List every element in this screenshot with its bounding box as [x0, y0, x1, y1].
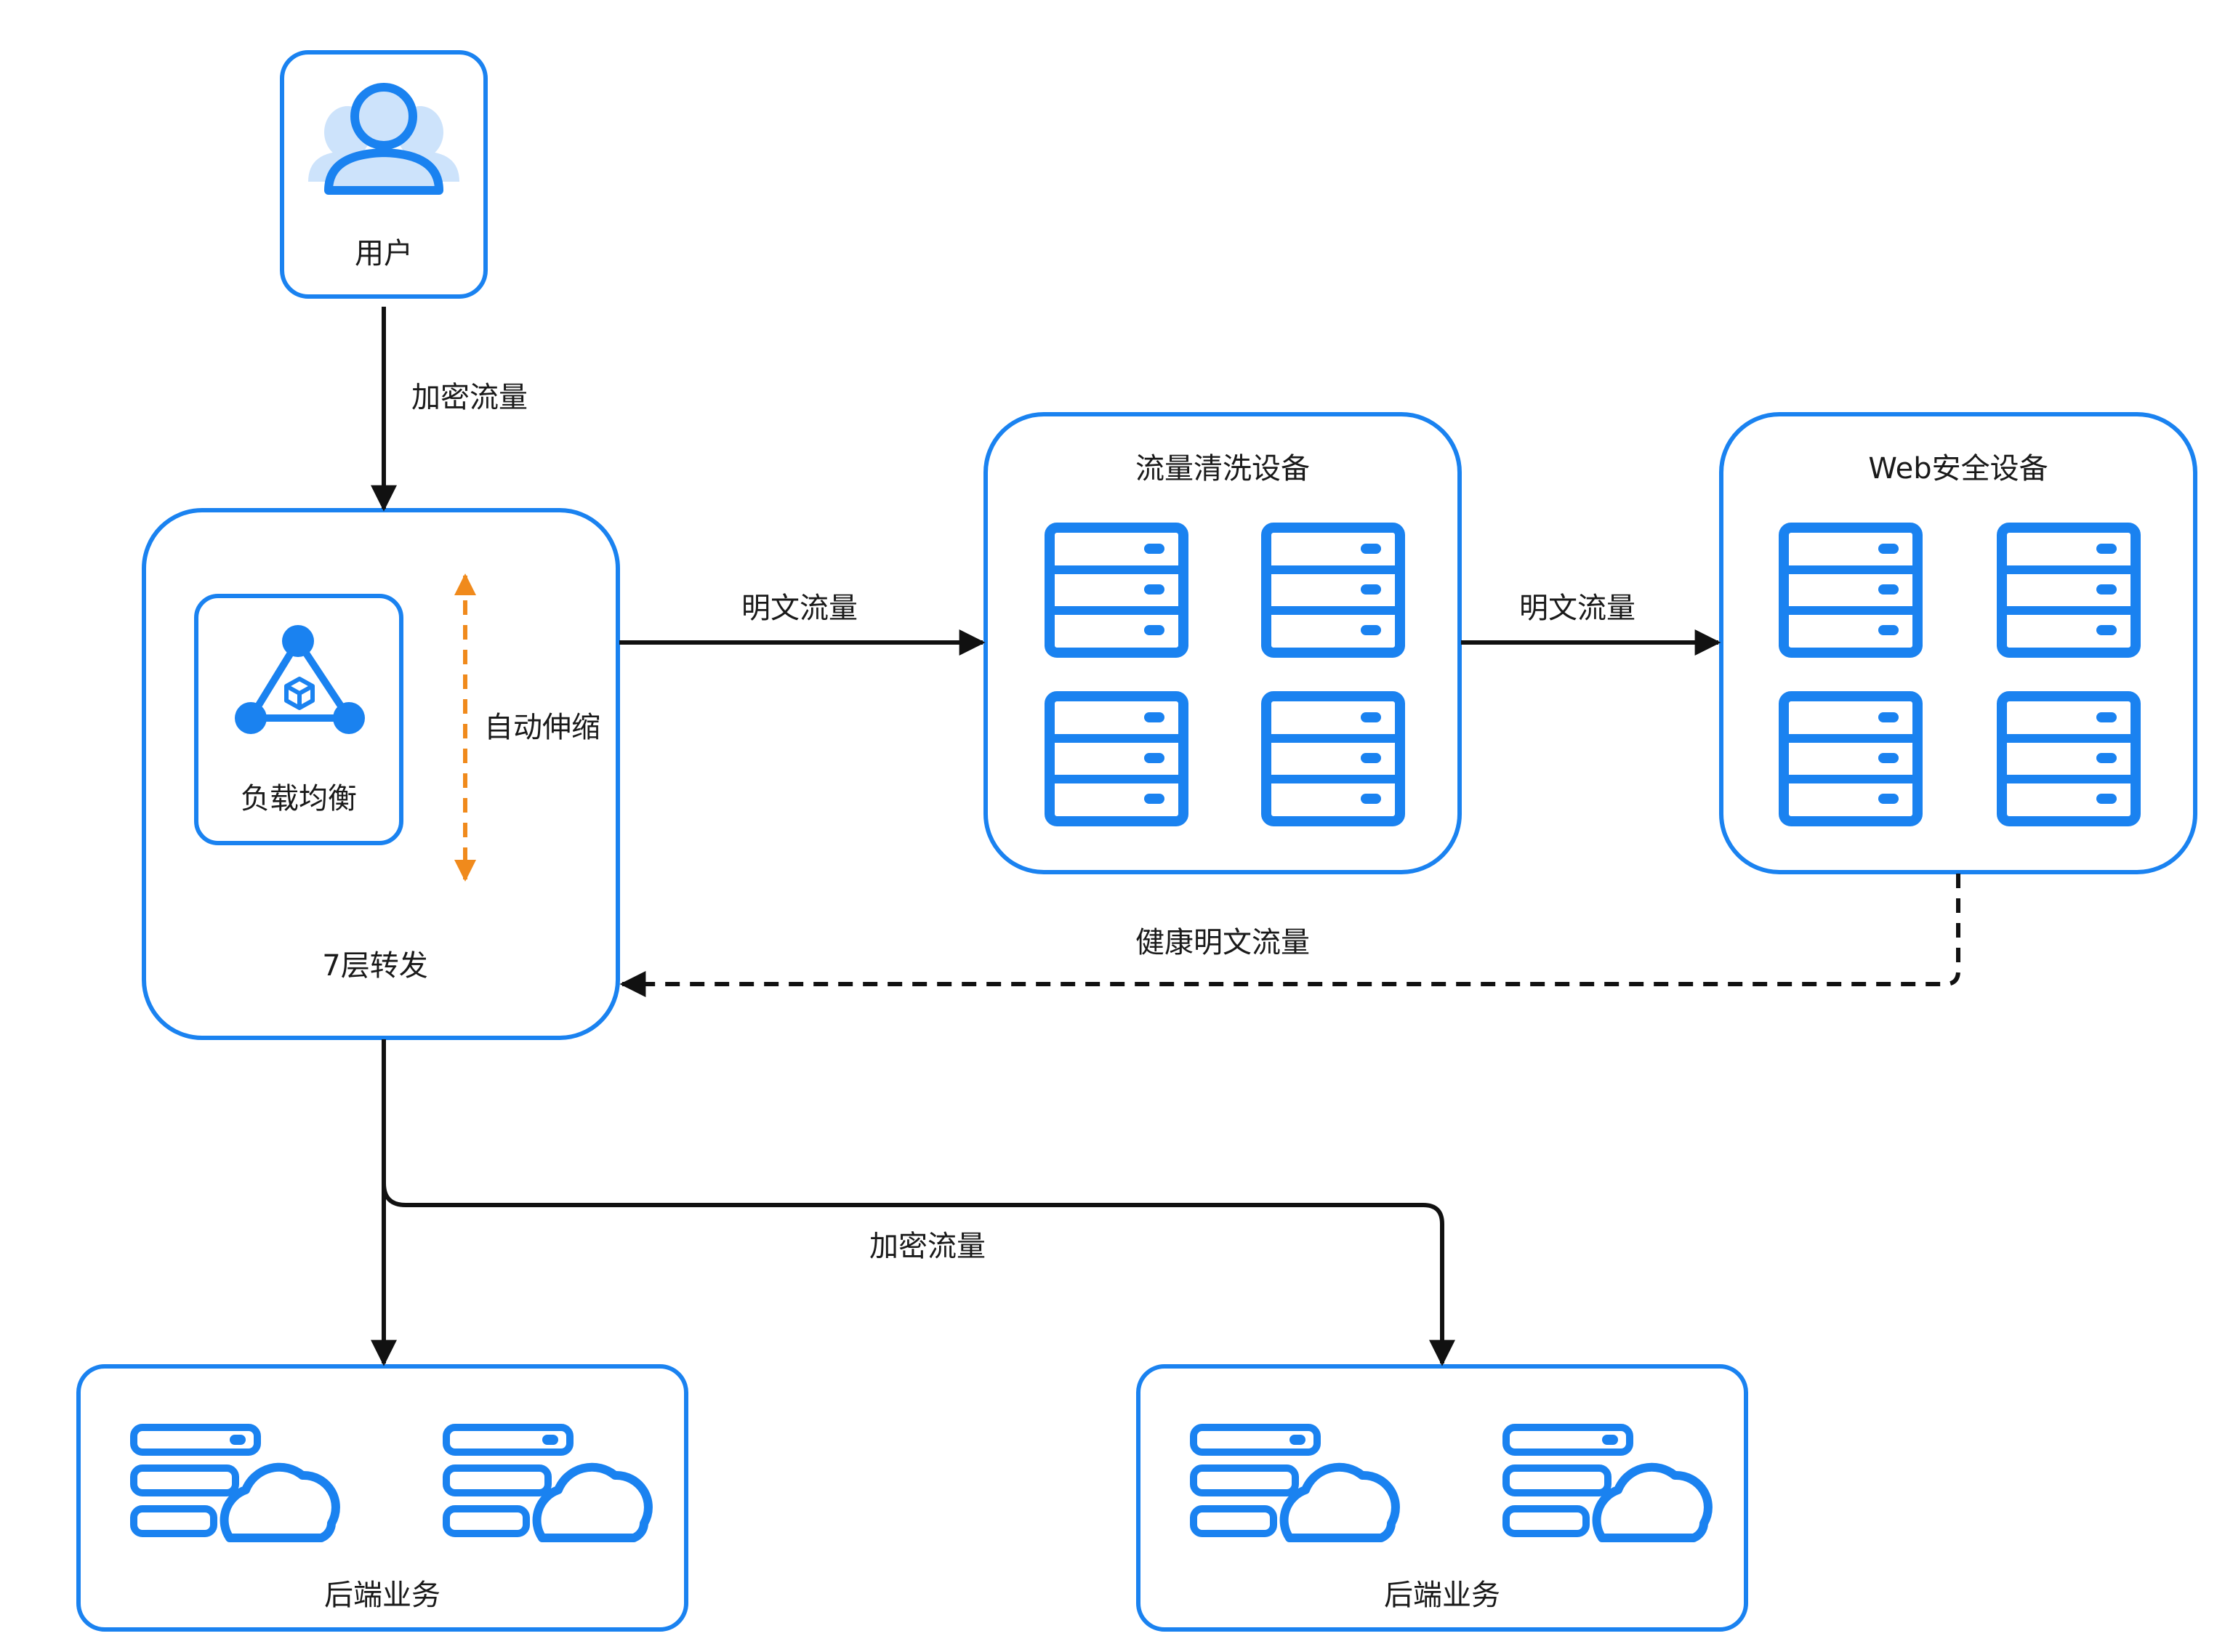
web-security-node: Web安全设备 — [1719, 412, 2197, 874]
load-balancer-node: 负载均衡 — [194, 594, 403, 845]
edge-waf-to-l7-label: 健康明文流量 — [1135, 926, 1310, 959]
server-rack-icon — [1266, 696, 1400, 821]
edge-user-to-l7: 加密流量 — [371, 307, 528, 512]
l7-forward-label: 7层转发 — [322, 949, 427, 983]
backend-right-label: 后端业务 — [1384, 1579, 1500, 1612]
backend-service-right: 后端业务 — [1136, 1364, 1748, 1632]
edge-cleaning-to-waf-label: 明文流量 — [1519, 592, 1635, 625]
load-balancer-icon — [235, 625, 365, 734]
server-rack-icon — [1050, 696, 1183, 821]
user-label: 用户 — [355, 237, 413, 270]
backend-service-left: 后端业务 — [76, 1364, 688, 1632]
web-security-label: Web安全设备 — [1868, 452, 2048, 485]
server-rack-icon — [1784, 696, 1918, 821]
traffic-cleaning-node: 流量清洗设备 — [983, 412, 1462, 874]
edge-cleaning-to-waf: 明文流量 — [1461, 592, 1721, 656]
server-rack-icon — [1784, 528, 1918, 653]
edge-user-to-l7-label: 加密流量 — [411, 381, 528, 414]
users-icon — [308, 83, 459, 195]
server-rack-icon — [1266, 528, 1400, 653]
traffic-cleaning-label: 流量清洗设备 — [1135, 452, 1310, 485]
load-balancer-label: 负载均衡 — [241, 782, 357, 815]
edge-l7-to-backend-label: 加密流量 — [869, 1230, 986, 1263]
edge-l7-to-cleaning: 明文流量 — [619, 592, 986, 656]
server-rack-icon — [1050, 528, 1183, 653]
auto-scaling: 自动伸缩 — [454, 573, 600, 882]
edge-waf-to-l7: 健康明文流量 — [619, 874, 1960, 997]
server-rack-icon — [2002, 696, 2136, 821]
auto-scaling-label: 自动伸缩 — [484, 711, 600, 744]
user-node: 用户 — [280, 50, 488, 299]
backend-left-label: 后端业务 — [324, 1579, 440, 1612]
edge-l7-to-cleaning-label: 明文流量 — [741, 592, 858, 625]
edge-l7-to-backend: 加密流量 — [371, 1039, 1455, 1366]
server-rack-icon — [2002, 528, 2136, 653]
